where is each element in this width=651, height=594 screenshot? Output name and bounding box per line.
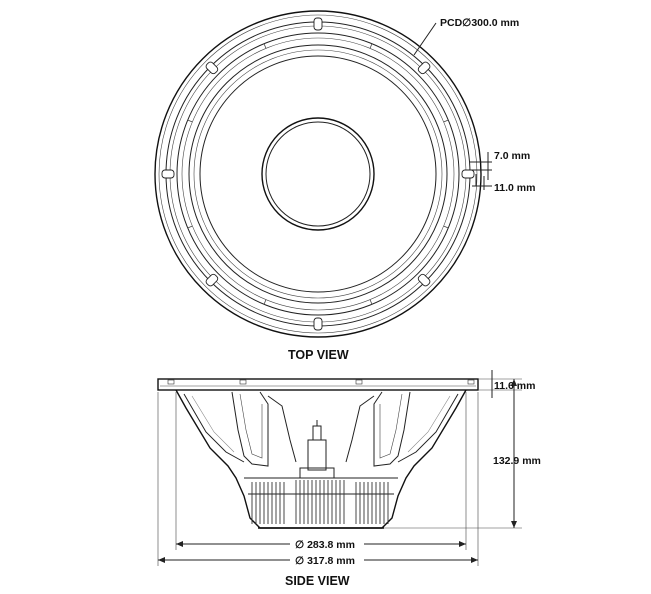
outer-label-bg [290, 553, 364, 566]
cutout-label-bg [290, 537, 364, 550]
mounting-slots [161, 17, 475, 331]
gasket-notch [443, 225, 449, 229]
mounting-slot [313, 317, 323, 331]
gasket-notch [443, 119, 449, 123]
spoke-center-right [345, 395, 375, 463]
surround-outer [181, 37, 455, 311]
outer-arrow-right [471, 557, 478, 563]
cooling-fins [251, 480, 389, 524]
top-view: PCD∅300.0 mm 7.0 mm 11.0 mm TOP VIEW [154, 10, 535, 362]
dust-cap-outer [261, 117, 375, 231]
flange-hole-mark [355, 379, 363, 385]
surround-mid [188, 44, 448, 304]
basket-outline [175, 389, 467, 529]
depth-arrow-top [511, 379, 517, 386]
outer-diameter-label: ∅ 317.8 mm [295, 555, 355, 567]
flange-hole-mark [467, 379, 475, 385]
surround-inner [193, 49, 443, 299]
gasket-notch [187, 225, 193, 229]
depth-label: 132.9 mm [493, 455, 541, 467]
gasket-notch [187, 119, 193, 123]
gasket-ring [176, 32, 460, 316]
cone-edge [199, 55, 437, 293]
depth-arrow-bottom [511, 521, 517, 528]
mounting-slot [417, 61, 431, 75]
frame-outer-edge [154, 10, 482, 338]
outer-arrow-left [158, 557, 165, 563]
flange-thickness-label: 11.6 mm [494, 380, 535, 392]
gasket-notch [369, 299, 373, 305]
spoke-right-inner [379, 393, 403, 459]
cone-profile-inner [191, 395, 451, 453]
spoke-left [231, 391, 269, 467]
mounting-slot [205, 61, 219, 75]
frame-outer-inner-edge [158, 14, 478, 334]
mounting-slot [313, 17, 323, 31]
flange-marks [167, 379, 475, 385]
mounting-slot [417, 273, 431, 287]
cone-profile [183, 393, 459, 463]
flange [157, 378, 479, 391]
spoke-left-inner [239, 393, 263, 459]
slot-length-label: 11.0 mm [494, 182, 535, 194]
top-view-title: TOP VIEW [288, 348, 349, 362]
pcd-label: PCD∅300.0 mm [440, 17, 519, 29]
baffle-cutout-label: ∅ 283.8 mm [295, 539, 355, 551]
side-view-title: SIDE VIEW [285, 574, 350, 588]
cutout-arrow-left [176, 541, 183, 547]
dust-cap-inner [265, 121, 371, 227]
gasket-notch [263, 43, 267, 49]
flange-hole-mark [239, 379, 247, 385]
gasket-notch [263, 299, 267, 305]
pcd-leader [413, 22, 437, 56]
spoke-center-left [267, 395, 297, 463]
terminal-post [312, 425, 322, 441]
side-view: 11.6 mm 132.9 mm ∅ 283.8 mm ∅ 317.8 mm S… [157, 370, 541, 588]
gasket-notch [369, 43, 373, 49]
flange-hole-mark [167, 379, 175, 385]
slot-width-label: 7.0 mm [494, 150, 530, 162]
mounting-slot [205, 273, 219, 287]
magnet-housing [244, 477, 398, 495]
spoke-right [373, 391, 411, 467]
mounting-slot [161, 169, 175, 179]
mounting-slot [461, 169, 475, 179]
cutout-arrow-right [459, 541, 466, 547]
terminal-block [307, 439, 327, 471]
